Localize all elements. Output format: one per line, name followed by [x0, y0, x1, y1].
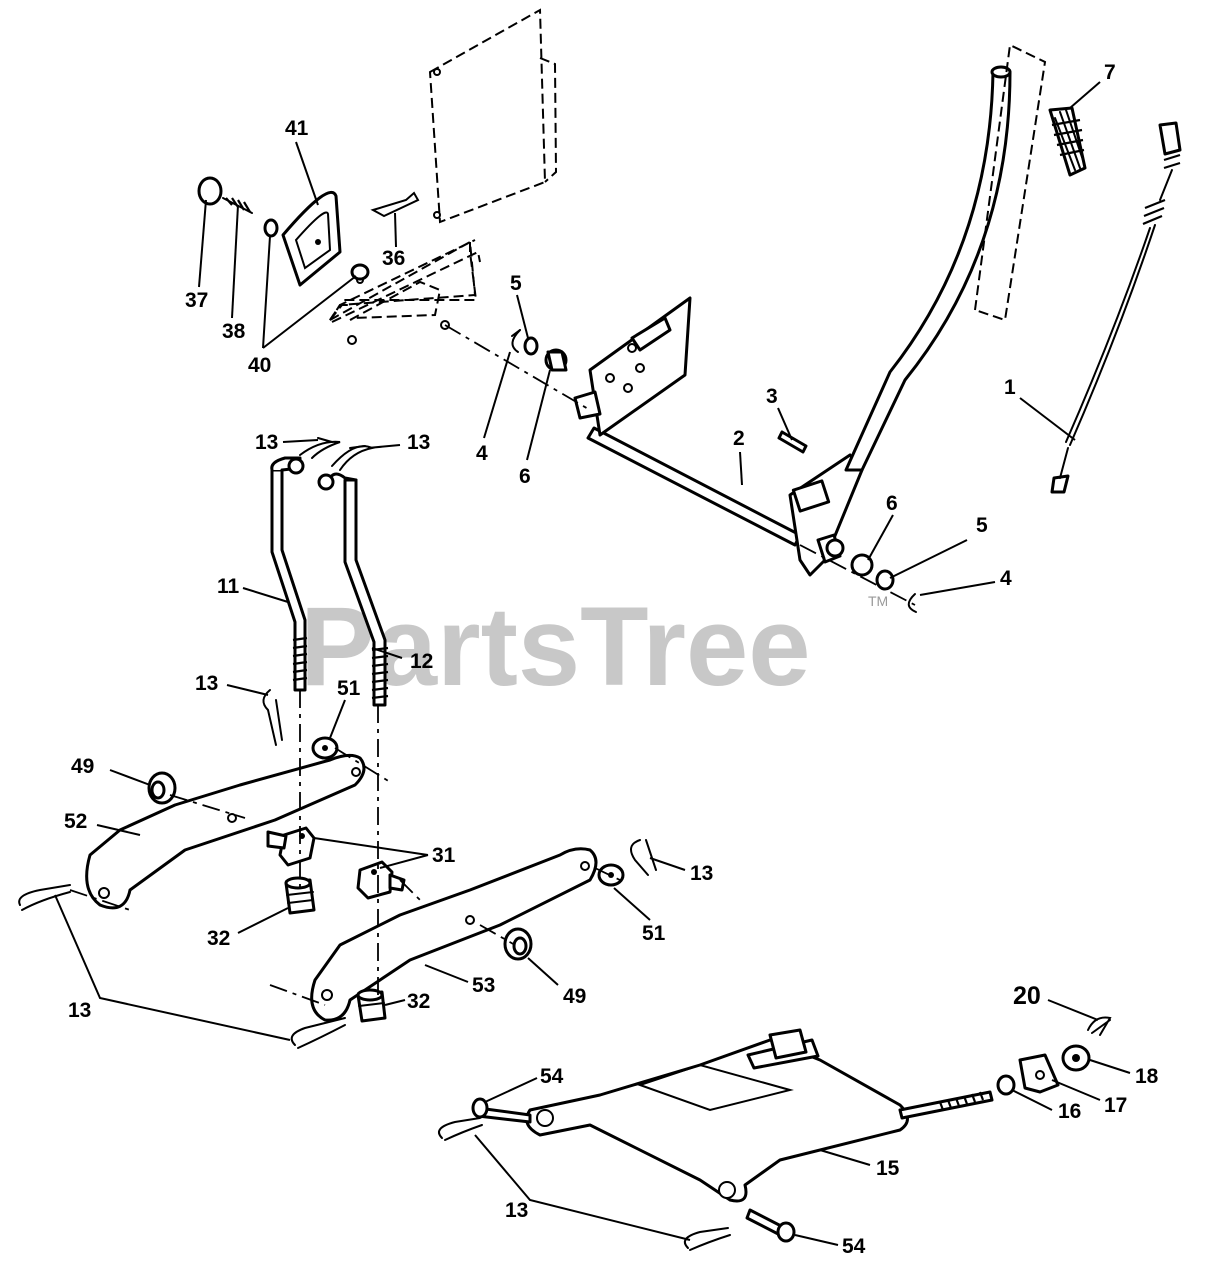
- adjust-rod: [898, 1090, 994, 1120]
- part-52-lift-arm: [85, 753, 366, 910]
- part-13-clip-lower-bottom: [684, 1227, 731, 1251]
- part-13-clip-left: [18, 884, 71, 911]
- part-53-lift-arm: [310, 847, 598, 1022]
- part-4-clip-left: [511, 329, 521, 353]
- callout-13-top-right: 13: [407, 431, 430, 454]
- callout-6-left: 6: [519, 465, 531, 488]
- part-18-nut: [1061, 1044, 1091, 1072]
- part-54-pin-upper: [471, 1097, 532, 1124]
- part-5-washer-left: [523, 336, 539, 356]
- part-36-clip: [370, 191, 420, 218]
- part-13-clip-lower-left: [438, 1117, 483, 1141]
- callout-18: 18: [1135, 1065, 1159, 1088]
- callout-17: 17: [1104, 1094, 1127, 1117]
- callout-51-left: 51: [337, 677, 361, 700]
- part-13-clip-bottom: [290, 1017, 346, 1049]
- axis-left: [444, 324, 591, 411]
- part-31-trunnion-right: [356, 860, 406, 900]
- callout-52: 52: [64, 810, 87, 833]
- callout-32-right: 32: [407, 990, 430, 1013]
- callout-49-left: 49: [71, 755, 94, 778]
- callout-16: 16: [1058, 1100, 1081, 1123]
- callout-13-right: 13: [690, 862, 713, 885]
- assembly-axes: [69, 690, 621, 1006]
- part-4-clip-right: [907, 593, 917, 613]
- callout-12: 12: [410, 650, 433, 673]
- callout-51-right: 51: [642, 922, 666, 945]
- part-3-key: [777, 430, 808, 454]
- part-54-pin-lower: [745, 1208, 796, 1243]
- callout-36: 36: [382, 247, 405, 270]
- fender-panel: [428, 8, 558, 224]
- callout-labels: 41 37 38 40 36 5 4 6 3 2 7 1 6 5 4 13 13…: [64, 61, 1159, 1258]
- part-32-nut-left: [284, 876, 316, 915]
- part-13-clip-top-left: [299, 437, 341, 459]
- callout-4-right: 4: [1000, 567, 1012, 590]
- callout-7: 7: [1104, 61, 1116, 84]
- callout-15: 15: [876, 1157, 900, 1180]
- part-31-trunnion-left: [266, 826, 316, 867]
- part-11-lift-link: [270, 456, 308, 692]
- callout-54-lower: 54: [842, 1235, 866, 1258]
- part-13-clip-top-right: [331, 445, 376, 471]
- part-20-clip: [1087, 1016, 1112, 1036]
- part-6-bushing-right: [825, 538, 874, 577]
- part-1-cable: [1050, 121, 1182, 494]
- callout-20: 20: [1013, 982, 1041, 1010]
- callout-2: 2: [733, 427, 745, 450]
- part-51-washer-left: [311, 736, 339, 760]
- callout-5-left: 5: [510, 272, 522, 295]
- callout-31: 31: [432, 844, 456, 867]
- axis-right: [799, 544, 916, 606]
- part-13-clip-right: [630, 839, 657, 876]
- part-40-washers: [263, 218, 370, 281]
- part-2-lift-shaft: [573, 296, 864, 577]
- callout-40: 40: [248, 354, 271, 377]
- part-17-trunnion: [1018, 1053, 1060, 1094]
- callout-5-right: 5: [976, 514, 988, 537]
- callout-13-top-left: 13: [255, 431, 278, 454]
- part-49-flange-right: [503, 927, 533, 961]
- part-49-flange-left: [147, 771, 177, 805]
- callout-54-upper: 54: [540, 1065, 564, 1088]
- callout-3: 3: [766, 385, 778, 408]
- callout-11: 11: [217, 575, 240, 598]
- callout-41: 41: [285, 117, 309, 140]
- callout-37: 37: [185, 289, 208, 312]
- callout-13-mid: 13: [195, 672, 218, 695]
- watermark-trademark: TM: [868, 593, 888, 609]
- part-6-bushing-left: [544, 348, 568, 372]
- leader-lines: [54, 81, 1131, 1246]
- callout-13-left-group: 13: [68, 999, 91, 1022]
- callout-38: 38: [222, 320, 246, 343]
- callout-1: 1: [1004, 376, 1016, 399]
- part-16-washer: [996, 1074, 1016, 1096]
- part-7-grip: [1048, 106, 1087, 177]
- part-13-clip-mid: [262, 689, 283, 746]
- callout-32-left: 32: [207, 927, 230, 950]
- callout-4-left: 4: [476, 442, 488, 465]
- callout-6-right: 6: [886, 492, 898, 515]
- part-15-hanger-bracket: [525, 1028, 909, 1203]
- part-32-nut-right: [356, 988, 387, 1023]
- callout-49-right: 49: [563, 985, 586, 1008]
- callout-13-lower-group: 13: [505, 1199, 528, 1222]
- part-37-ring: [197, 176, 223, 206]
- part-5-washer-right: [875, 569, 895, 591]
- part-41-handle: [281, 190, 342, 287]
- callout-53: 53: [472, 974, 495, 997]
- lift-lever: [844, 43, 1047, 472]
